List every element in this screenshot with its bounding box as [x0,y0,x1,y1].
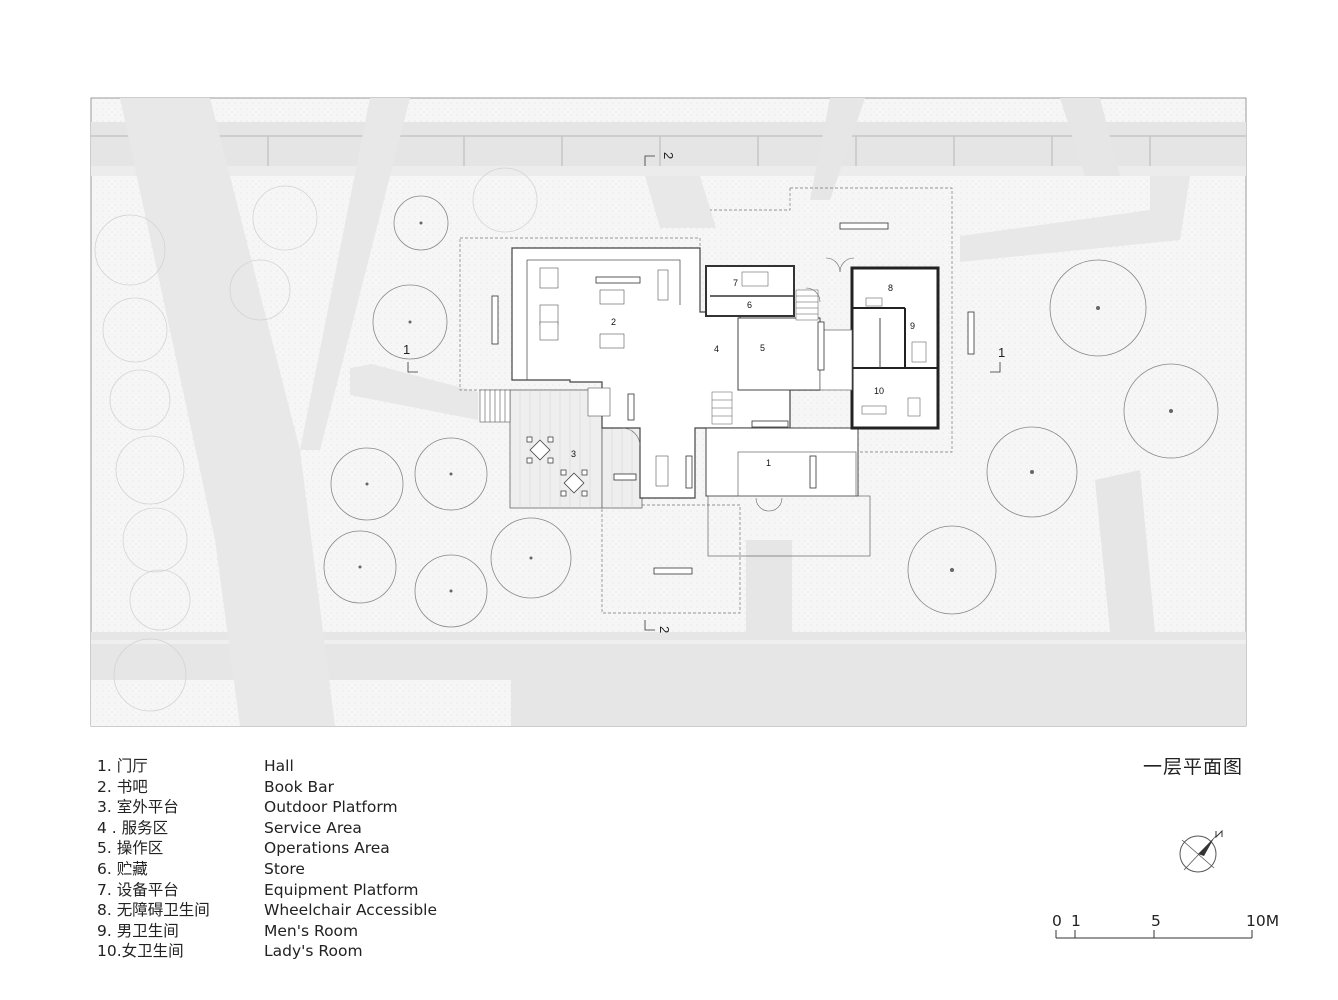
room-label-5: 5 [760,343,765,353]
legend-zh: 5. 操作区 [97,839,164,858]
book-bar-furniture [539,267,669,487]
legend-en: Hall [264,757,294,775]
legend-en: Store [264,859,305,878]
section-1-left: 1 [403,342,410,357]
room-label-8: 8 [888,283,893,293]
outdoor-platform [509,389,603,509]
plan-title: 一层平面图 [1143,756,1244,778]
legend-en: Service Area [264,818,362,837]
legend-item: 8. 无障碍卫生间 Wheelchair Accessible [97,900,517,921]
scale-label-10m: 10M [1246,912,1280,930]
legend-zh: 1. 门厅 [97,757,148,775]
legend-item: 1. 门厅 Hall [97,756,517,777]
room-label-2: 2 [611,317,616,327]
room-labels: 1 2 3 4 5 6 7 8 9 10 [571,278,915,468]
outdoor-tables [526,436,588,497]
section-2-bottom: 2 [657,626,672,633]
legend-zh: 6. 贮藏 [97,859,148,878]
north-arrow-icon [1179,830,1223,873]
room-label-7: 7 [733,278,738,288]
legend-zh: 3. 室外平台 [97,798,179,817]
benches [491,222,975,575]
legend-item: 4 . 服务区 Service Area [97,818,517,839]
legend-item: 5. 操作区 Operations Area [97,838,517,859]
legend-en: Book Bar [264,777,335,796]
legend-zh: 9. 男卫生间 [97,921,179,940]
legend-en: Operations Area [264,839,390,858]
room-label-4: 4 [714,344,719,354]
scale-ruler [1055,930,1253,939]
legend-zh: 8. 无障碍卫生间 [97,901,210,920]
section-markers [407,155,1001,631]
room-label-3: 3 [571,449,576,459]
v-path-left [120,98,335,726]
restroom-block [850,266,940,430]
legend-item: 3. 室外平台 Outdoor Platform [97,797,517,818]
legend-en: Equipment Platform [264,880,419,899]
legend-item: 6. 贮藏 Store [97,859,517,880]
legend-en: Outdoor Platform [264,798,398,817]
scale-label-1: 1 [1071,912,1081,930]
scale-bar: 0 1 5 10M [1050,912,1290,952]
scale-label-0: 0 [1052,912,1062,930]
faint-trees [94,167,538,712]
legend-zh: 10.女卫生间 [97,942,184,961]
legend-en: Men's Room [264,921,359,940]
section-2-top: 2 [661,152,676,159]
legend-en: Lady's Room [264,942,363,961]
legend-en: Wheelchair Accessible [264,901,438,920]
section-1-right: 1 [998,345,1005,360]
legend-item: 7. 设备平台 Equipment Platform [97,880,517,901]
room-label-9: 9 [910,321,915,331]
trees [323,195,1219,628]
room-label-1: 1 [766,458,771,468]
building [511,247,940,557]
legend-item: 10.女卫生间 Lady's Room [97,941,517,962]
top-road [91,122,1246,166]
v-path-right [300,98,410,450]
legend: 1. 门厅 Hall 2. 书吧 Book Bar 3. 室外平台 Outdoor P… [97,756,517,962]
legend-item: 2. 书吧 Book Bar [97,777,517,798]
legend-zh: 2. 书吧 [97,777,148,796]
legend-zh: 4 . 服务区 [97,818,169,837]
legend-zh: 7. 设备平台 [97,880,179,899]
legend-item: 9. 男卫生间 Men's Room [97,921,517,942]
scale-label-5: 5 [1151,912,1161,930]
room-label-6: 6 [747,300,752,310]
hall [705,427,859,497]
floor-plan: 1 2 3 4 5 6 7 8 9 10 1 1 2 2 [90,97,1247,727]
room-label-10: 10 [874,386,884,396]
